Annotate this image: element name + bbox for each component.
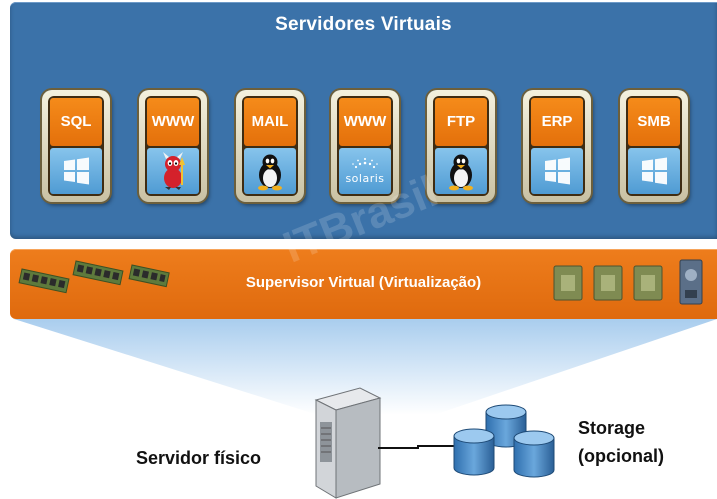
vm-label: SQL — [50, 98, 102, 146]
vm-label: WWW — [339, 98, 391, 146]
virtualization-beam — [14, 319, 717, 415]
bsd-daemon-icon — [147, 148, 199, 194]
vm-bezel: SMB — [626, 96, 682, 196]
cpu-chip-icon — [553, 265, 583, 301]
hard-disk-icon — [679, 259, 703, 305]
vm-bezel: WWW solaris — [337, 96, 393, 196]
database-cylinders-icon — [453, 404, 555, 478]
memory-modules-group — [18, 260, 170, 294]
vm-label: SMB — [628, 98, 680, 146]
storage-label: Storage (opcional) — [578, 414, 664, 470]
hypervisor-title: Supervisor Virtual (Virtualização) — [245, 274, 482, 291]
vm-bezel: MAIL — [242, 96, 298, 196]
hardware-chips-group — [553, 259, 703, 305]
cpu-chip-icon — [593, 265, 623, 301]
vm-card-mail[interactable]: MAIL — [236, 90, 304, 202]
vm-bezel: SQL — [48, 96, 104, 196]
linux-tux-icon — [435, 148, 487, 194]
windows-icon — [50, 148, 102, 194]
vm-label: WWW — [147, 98, 199, 146]
windows-icon — [531, 148, 583, 194]
vm-card-sql[interactable]: SQL — [42, 90, 110, 202]
vm-card-smb[interactable]: SMB — [620, 90, 688, 202]
virtual-servers-title: Servidores Virtuais — [275, 14, 452, 35]
vm-card-erp[interactable]: ERP — [523, 90, 591, 202]
connection-line — [378, 445, 464, 449]
windows-icon — [628, 148, 680, 194]
storage-label-line2: (opcional) — [578, 446, 664, 466]
physical-server-label: Servidor físico — [136, 448, 262, 468]
memory-module-icon — [18, 268, 70, 294]
vm-label: FTP — [435, 98, 487, 146]
vm-bezel: WWW — [145, 96, 201, 196]
vm-label: ERP — [531, 98, 583, 146]
vm-card-www-2[interactable]: WWW solaris — [331, 90, 399, 202]
memory-module-icon — [128, 264, 170, 288]
storage-label-line1: Storage — [578, 418, 646, 438]
linux-tux-icon — [244, 148, 296, 194]
cpu-chip-icon — [633, 265, 663, 301]
vm-bezel: ERP — [529, 96, 585, 196]
vm-bezel: FTP — [433, 96, 489, 196]
solaris-wordmark: solaris — [345, 172, 385, 185]
solaris-icon: solaris — [339, 148, 391, 194]
vm-card-ftp[interactable]: FTP — [427, 90, 495, 202]
tower-server-icon — [314, 387, 382, 499]
vm-label: MAIL — [244, 98, 296, 146]
vm-card-www[interactable]: WWW — [139, 90, 207, 202]
memory-module-icon — [72, 260, 124, 286]
